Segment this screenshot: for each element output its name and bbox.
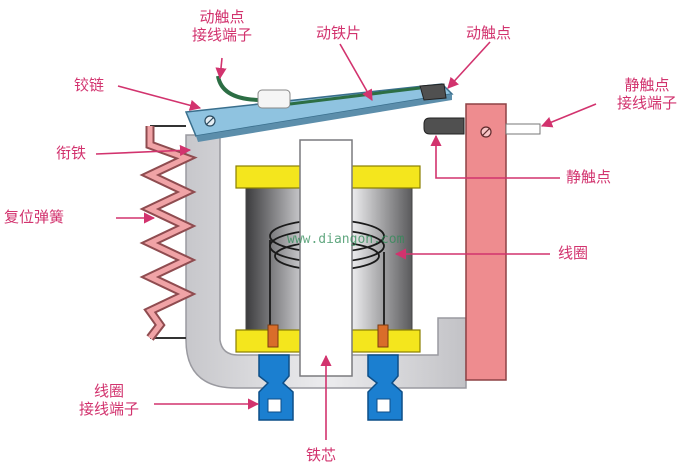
pointer-lines bbox=[95, 41, 597, 440]
label-iron-core: 铁芯 bbox=[306, 446, 337, 464]
moving-contact-terminal-lead bbox=[216, 75, 421, 109]
iron-core bbox=[299, 139, 353, 377]
coil-terminal-left bbox=[258, 324, 294, 421]
label-coil: 线圈 bbox=[558, 244, 589, 262]
label-moving-contact-terminal: 动触点 接线端子 bbox=[191, 8, 252, 44]
static-contact bbox=[423, 117, 465, 135]
moving-contact bbox=[419, 83, 447, 101]
label-return-spring: 复位弹簧 bbox=[4, 208, 65, 226]
label-moving-iron-piece: 动铁片 bbox=[316, 24, 362, 42]
label-armature: 衔铁 bbox=[56, 144, 87, 162]
label-coil-terminal: 线圈 接线端子 bbox=[78, 382, 139, 418]
coil-terminal-right bbox=[367, 324, 403, 421]
label-moving-contact: 动触点 bbox=[466, 24, 512, 42]
label-static-contact-terminal: 静触点 接线端子 bbox=[616, 76, 677, 112]
label-static-contact: 静触点 bbox=[566, 168, 612, 186]
label-hinge: 铰链 bbox=[74, 76, 105, 94]
moving-iron-plate bbox=[184, 83, 454, 142]
static-contact-bar bbox=[465, 103, 541, 381]
return-spring bbox=[139, 125, 198, 341]
watermark: www.diangon.com bbox=[287, 232, 405, 247]
